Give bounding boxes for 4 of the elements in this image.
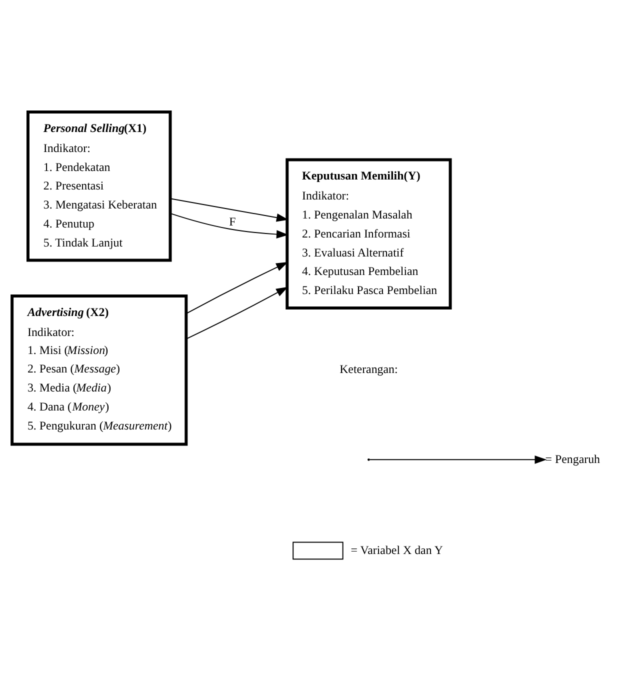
- legend-label: = Pengaruh: [545, 451, 600, 466]
- edge-label: F: [229, 214, 236, 228]
- label: Keterangan:: [340, 362, 398, 376]
- legend-label: = Variabel X dan Y: [350, 542, 443, 556]
